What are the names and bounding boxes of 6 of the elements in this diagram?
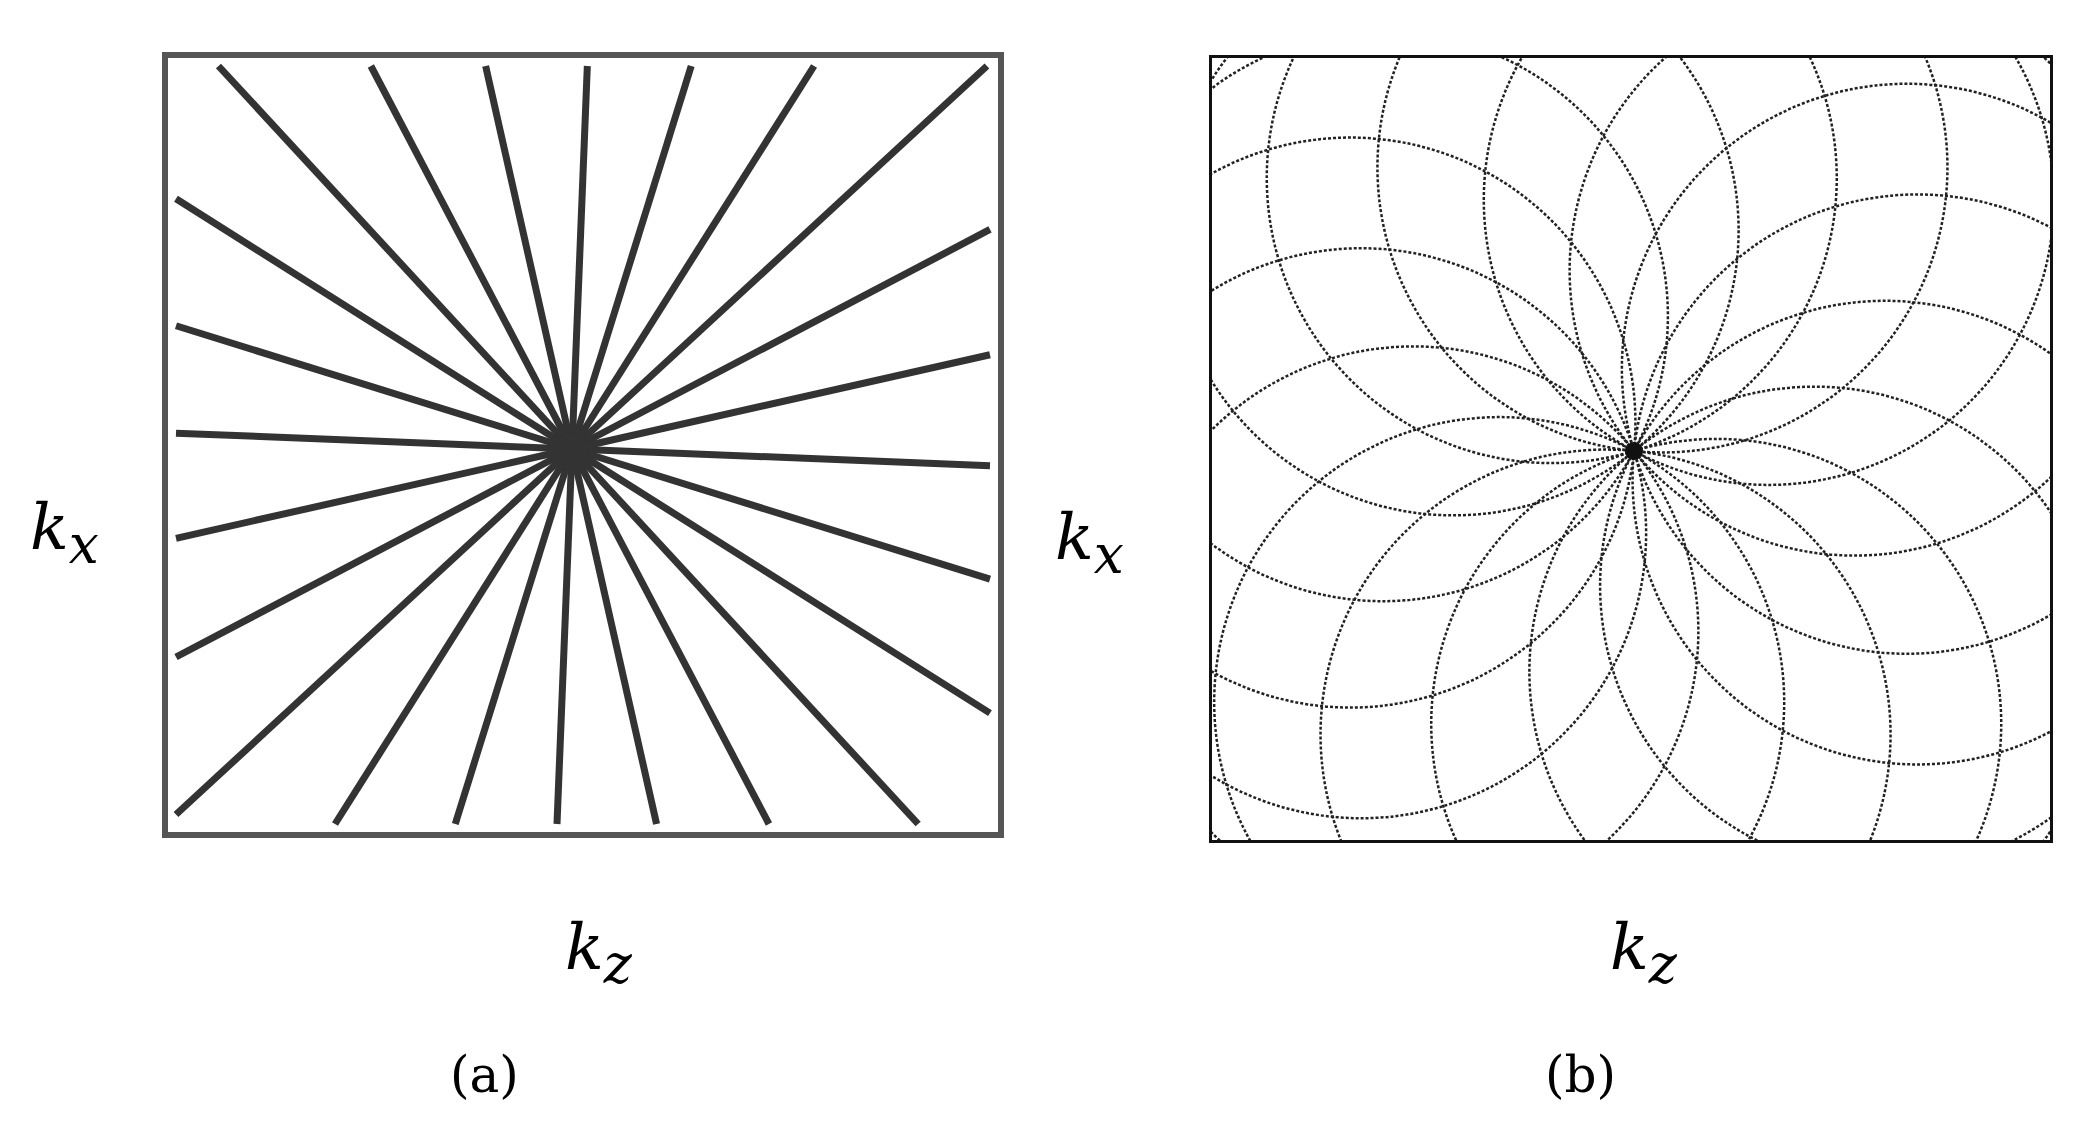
panel-label: (a): [450, 1050, 519, 1100]
axis-label: k$_{z}$: [565, 915, 632, 992]
panel-label: (b): [1545, 1050, 1617, 1100]
axis-label: k$_{x}$: [1055, 505, 1124, 582]
axis-label: k$_{x}$: [30, 495, 99, 572]
axis-label: k$_{z}$: [1610, 915, 1677, 992]
